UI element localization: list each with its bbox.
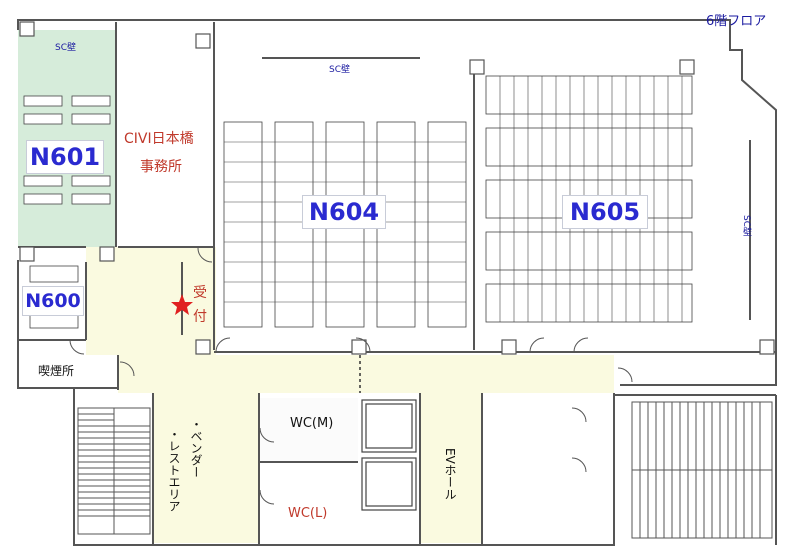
zones bbox=[18, 30, 614, 543]
ev-hall-area bbox=[420, 393, 482, 543]
pillar bbox=[501, 339, 517, 355]
pillar bbox=[99, 246, 115, 262]
desk bbox=[23, 113, 63, 125]
pillar bbox=[19, 246, 35, 262]
room-n601-area bbox=[18, 30, 116, 247]
sc-wall-label-center: SC壁 bbox=[329, 65, 350, 75]
desk bbox=[29, 265, 79, 283]
pillar bbox=[351, 339, 367, 355]
corridor-main bbox=[118, 355, 614, 393]
elevators bbox=[361, 399, 417, 511]
desk-column bbox=[223, 121, 263, 328]
desks-n601 bbox=[23, 95, 111, 205]
desk-rows-n604 bbox=[224, 141, 466, 303]
pillar bbox=[469, 59, 485, 75]
desk bbox=[23, 175, 63, 187]
smoking-area-label: 喫煙所 bbox=[38, 364, 75, 378]
sc-wall-label-left: SC壁 bbox=[55, 43, 76, 53]
corridor-top bbox=[86, 247, 216, 355]
wc-men-label: WC(M) bbox=[290, 416, 334, 431]
floor-title: 6階フロア bbox=[706, 14, 767, 29]
pillar bbox=[759, 339, 775, 355]
pillars bbox=[19, 21, 775, 355]
ev-hall-label: EVホール bbox=[443, 448, 457, 500]
sc-wall-label-right: SC壁 bbox=[741, 215, 751, 236]
desk bbox=[23, 95, 63, 107]
vending-label-1: ・ベンダー bbox=[189, 418, 203, 478]
desk-row bbox=[485, 127, 693, 167]
pillar bbox=[19, 21, 35, 37]
office-label-line1: CIVI日本橋 bbox=[124, 131, 194, 147]
elevator bbox=[365, 461, 413, 507]
elevator bbox=[361, 457, 417, 511]
stair-right bbox=[631, 401, 773, 539]
vending-area bbox=[153, 393, 259, 543]
doors bbox=[69, 247, 633, 505]
reception-star-icon bbox=[171, 294, 193, 315]
vending-label-2: ・レストエリア bbox=[167, 428, 181, 512]
room-label-n601: N601 bbox=[26, 140, 104, 174]
desk-row bbox=[485, 75, 693, 115]
elevator bbox=[361, 399, 417, 453]
sc-walls bbox=[262, 57, 751, 320]
desk-column bbox=[427, 121, 467, 328]
desk bbox=[71, 175, 111, 187]
desk bbox=[71, 193, 111, 205]
pillar bbox=[195, 339, 211, 355]
reception-label-2: 付 bbox=[193, 309, 207, 325]
elevator bbox=[365, 403, 413, 449]
wc-ladies-label: WC(L) bbox=[288, 506, 328, 521]
office-label-line2: 事務所 bbox=[140, 159, 182, 175]
desk-row bbox=[485, 283, 693, 323]
desks-n600 bbox=[29, 265, 79, 329]
wc-m-area bbox=[259, 398, 358, 462]
wall-lower-core bbox=[152, 393, 615, 546]
desk bbox=[71, 113, 111, 125]
room-label-n605: N605 bbox=[562, 195, 648, 229]
room-label-n604: N604 bbox=[302, 195, 386, 229]
stair-left bbox=[77, 407, 151, 535]
pillar bbox=[195, 33, 211, 49]
outer-wall bbox=[17, 19, 777, 386]
desk bbox=[71, 95, 111, 107]
desk-row bbox=[485, 231, 693, 271]
room-label-n600: N600 bbox=[22, 286, 84, 316]
desk bbox=[23, 193, 63, 205]
reception-label-1: 受 bbox=[193, 285, 207, 301]
pillar bbox=[679, 59, 695, 75]
